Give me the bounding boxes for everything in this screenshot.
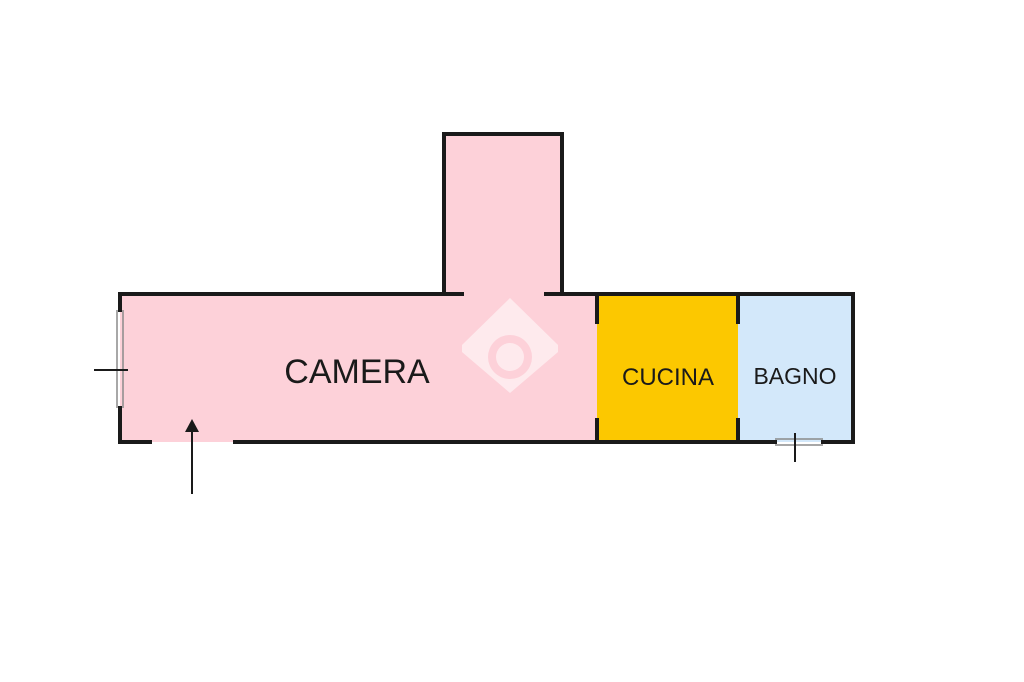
house-logo-icon [462, 298, 558, 393]
window-bagno [775, 433, 823, 462]
label-cucina: CUCINA [622, 364, 714, 391]
walls [118, 132, 855, 444]
room-bagno [738, 294, 853, 442]
window-left [94, 310, 128, 408]
room-cucina [597, 294, 738, 442]
label-bagno: BAGNO [753, 363, 836, 389]
entrance-arrow-icon [185, 419, 199, 494]
room-camera [120, 134, 597, 442]
label-camera: CAMERA [284, 353, 430, 391]
